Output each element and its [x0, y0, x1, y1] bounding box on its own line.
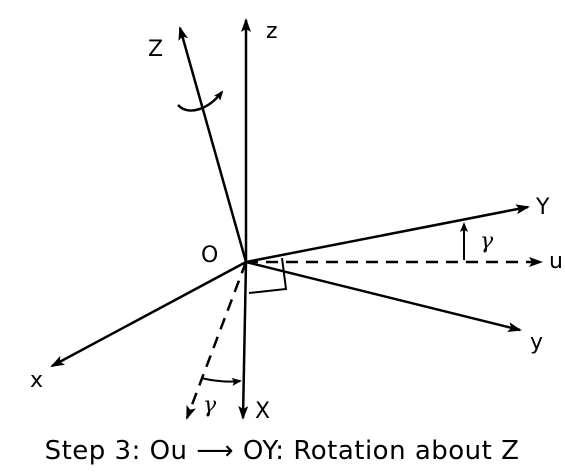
gamma-bottom-label: γ: [203, 393, 217, 418]
Y-axis: [245, 204, 530, 264]
rotation-arrow-icon: [177, 90, 224, 112]
Z-axis: [178, 26, 248, 263]
z-fixed-label: z: [266, 19, 278, 44]
gamma-arc-bottom: [200, 377, 242, 386]
y-axis: [245, 260, 522, 332]
x-axis: [50, 260, 247, 368]
diagram-caption: Step 3: Ou ⟶ OY: Rotation about Z: [45, 436, 520, 466]
Z-rotated-label: Z: [148, 37, 163, 62]
X-axis: [238, 261, 249, 420]
u-axis-label: u: [549, 249, 563, 274]
gamma-right-label: γ: [480, 229, 494, 254]
origin-label: O: [201, 243, 218, 268]
y-fixed-label: y: [530, 330, 543, 355]
x-fixed-label: x: [30, 368, 43, 393]
X-rotated-label: X: [255, 399, 270, 424]
Y-rotated-label: Y: [535, 195, 550, 220]
dashed-reference-axis: [185, 261, 248, 420]
right-angle-marker: [248, 257, 288, 294]
